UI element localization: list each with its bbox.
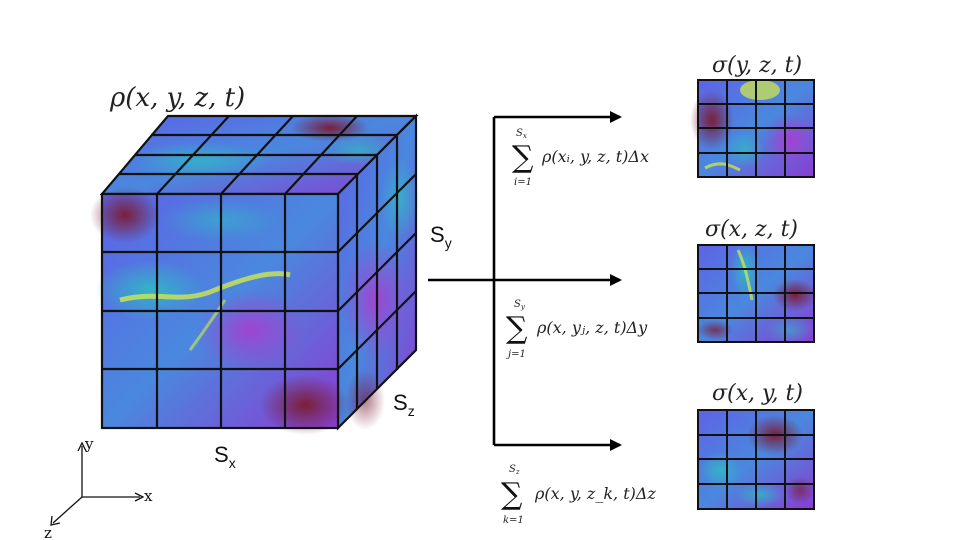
cube-top-grid-line	[220, 115, 294, 195]
density-cube	[90, 113, 420, 435]
size-y-label: Sy	[430, 222, 452, 251]
filament-streak	[119, 271, 291, 303]
filament-streak	[188, 299, 227, 351]
projection-title-yz: σ(y, z, t)	[712, 53, 802, 78]
cube-top-face	[99, 114, 419, 196]
sum-summand: ρ(x, yⱼ, z, t)Δy	[536, 318, 648, 337]
z-axis-arrowhead	[50, 515, 61, 526]
sum-lower-limit: j=1	[506, 349, 526, 360]
projection-map-yz	[690, 79, 815, 178]
cube-top-grid-line	[284, 115, 358, 195]
sum-upper-limit: Sx	[516, 128, 527, 140]
y-axis-arrowhead	[77, 441, 87, 452]
projection-arrows	[428, 111, 622, 451]
projection-title-xy: σ(x, y, t)	[712, 381, 803, 406]
sum-formula-y: Sy ∑ j=1 ρ(x, yⱼ, z, t)Δy	[506, 299, 648, 360]
projection-map-xy	[697, 409, 815, 510]
z-axis-arrow	[52, 496, 83, 524]
projection-title-xz: σ(x, z, t)	[705, 217, 798, 242]
sum-formula-z: Sz ∑ k=1 ρ(x, y, z_k, t)Δz	[501, 464, 656, 526]
x-axis-arrowhead	[134, 492, 145, 502]
sigma-symbol: ∑	[501, 477, 523, 512]
sum-formula-x: Sx ∑ i=1 ρ(xᵢ, y, z, t)Δx	[512, 128, 649, 188]
cube-front-face	[90, 187, 350, 435]
sum-upper-limit: Sz	[509, 464, 520, 476]
projection-map-xz	[697, 242, 817, 345]
sigma-symbol: ∑	[512, 140, 534, 175]
axis-z-label: z	[44, 524, 52, 540]
cube-top-grid-line	[156, 115, 230, 195]
cube-title: ρ(x, y, z, t)	[109, 83, 245, 113]
cube-right-face	[336, 113, 420, 431]
axis-x-label: x	[144, 487, 153, 505]
size-x-label: Sx	[214, 442, 236, 471]
sum-lower-limit: k=1	[503, 515, 524, 526]
sum-summand: ρ(xᵢ, y, z, t)Δx	[541, 147, 649, 166]
sum-upper-limit: Sy	[514, 299, 526, 311]
size-z-label: Sz	[393, 390, 415, 419]
sum-lower-limit: i=1	[514, 177, 532, 188]
axis-triad	[50, 441, 145, 526]
sigma-symbol: ∑	[506, 311, 528, 346]
axis-y-label: y	[84, 435, 94, 453]
sum-summand: ρ(x, y, z_k, t)Δz	[534, 484, 656, 503]
